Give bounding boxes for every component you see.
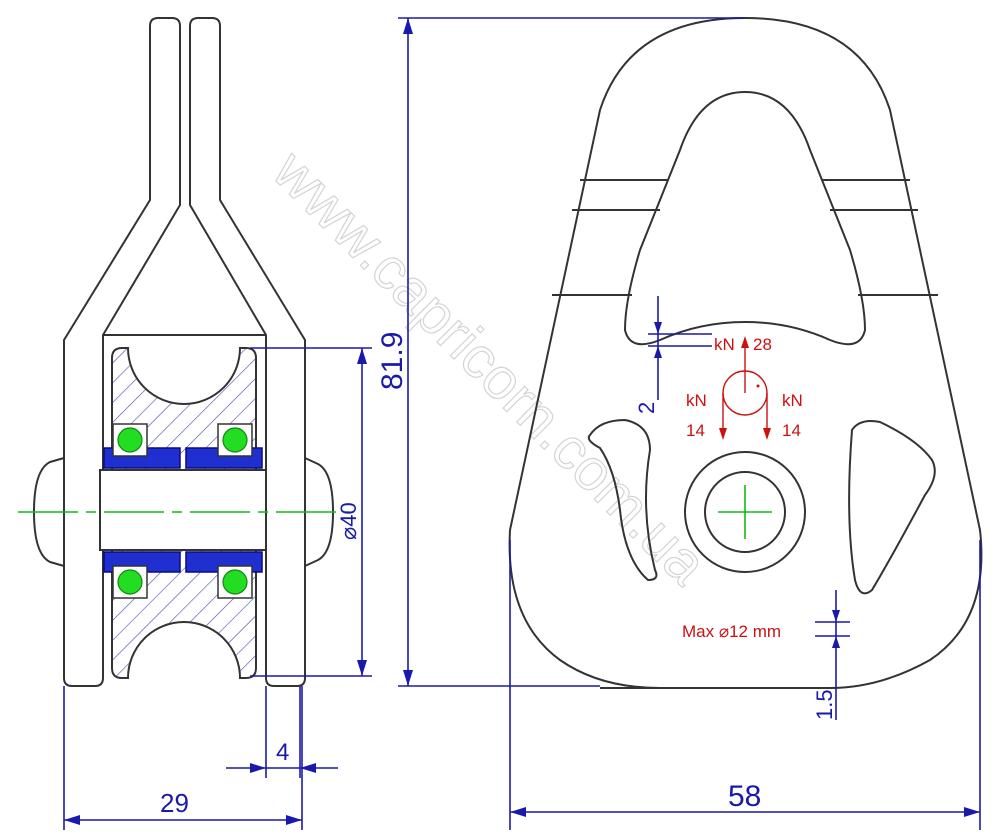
axle-gap-label: 4 <box>276 739 289 766</box>
dimension-offset: 2 <box>634 296 712 414</box>
dimension-front-height: 81.9 <box>376 17 745 687</box>
hub-inner <box>704 471 786 553</box>
inner-arch <box>624 91 866 346</box>
left-slot <box>587 419 658 581</box>
front-width-label: 58 <box>728 780 761 813</box>
side-width-label: 29 <box>160 788 189 818</box>
side-plate-right <box>189 17 306 687</box>
bearing-ball-top-left <box>112 423 148 457</box>
dimension-sheave-diameter: ⌀40 <box>250 347 372 677</box>
axle <box>99 469 267 551</box>
load-left-unit: kN <box>686 391 707 410</box>
load-right-value: 14 <box>782 421 801 440</box>
bearing-ball-bottom-right <box>217 565 253 599</box>
front-view: kN 28 kN 14 kN 14 81.9 58 <box>376 17 983 830</box>
bearing-ball-bottom-left <box>112 565 148 599</box>
watermark-text: www.capricorn.com.ua <box>260 138 720 598</box>
rope-diameter-label: Max ⌀12 mm <box>682 622 781 641</box>
load-left-value: 14 <box>686 421 705 440</box>
load-top-unit: kN <box>714 335 735 354</box>
load-right-unit: kN <box>782 391 803 410</box>
load-diagram: kN 28 kN 14 kN 14 <box>686 335 803 440</box>
hub-outer <box>684 451 806 573</box>
bearing-ball-top-right <box>217 423 253 457</box>
dimension-axle-gap: 4 <box>226 686 338 778</box>
side-view: ⌀40 29 4 <box>18 17 372 830</box>
offset-label: 2 <box>634 402 659 414</box>
side-bands <box>552 179 938 296</box>
load-top-value: 28 <box>753 335 772 354</box>
right-cutout <box>848 420 936 595</box>
dimension-edge: 1.5 <box>812 590 850 720</box>
side-plate-left <box>63 17 181 687</box>
dimension-front-width: 58 <box>509 540 981 830</box>
sheave-diameter-label: ⌀40 <box>336 502 361 540</box>
edge-label: 1.5 <box>812 689 837 720</box>
pulley-body-outline <box>508 17 983 689</box>
front-height-label: 81.9 <box>376 332 409 390</box>
dimension-side-width: 29 <box>63 686 303 830</box>
